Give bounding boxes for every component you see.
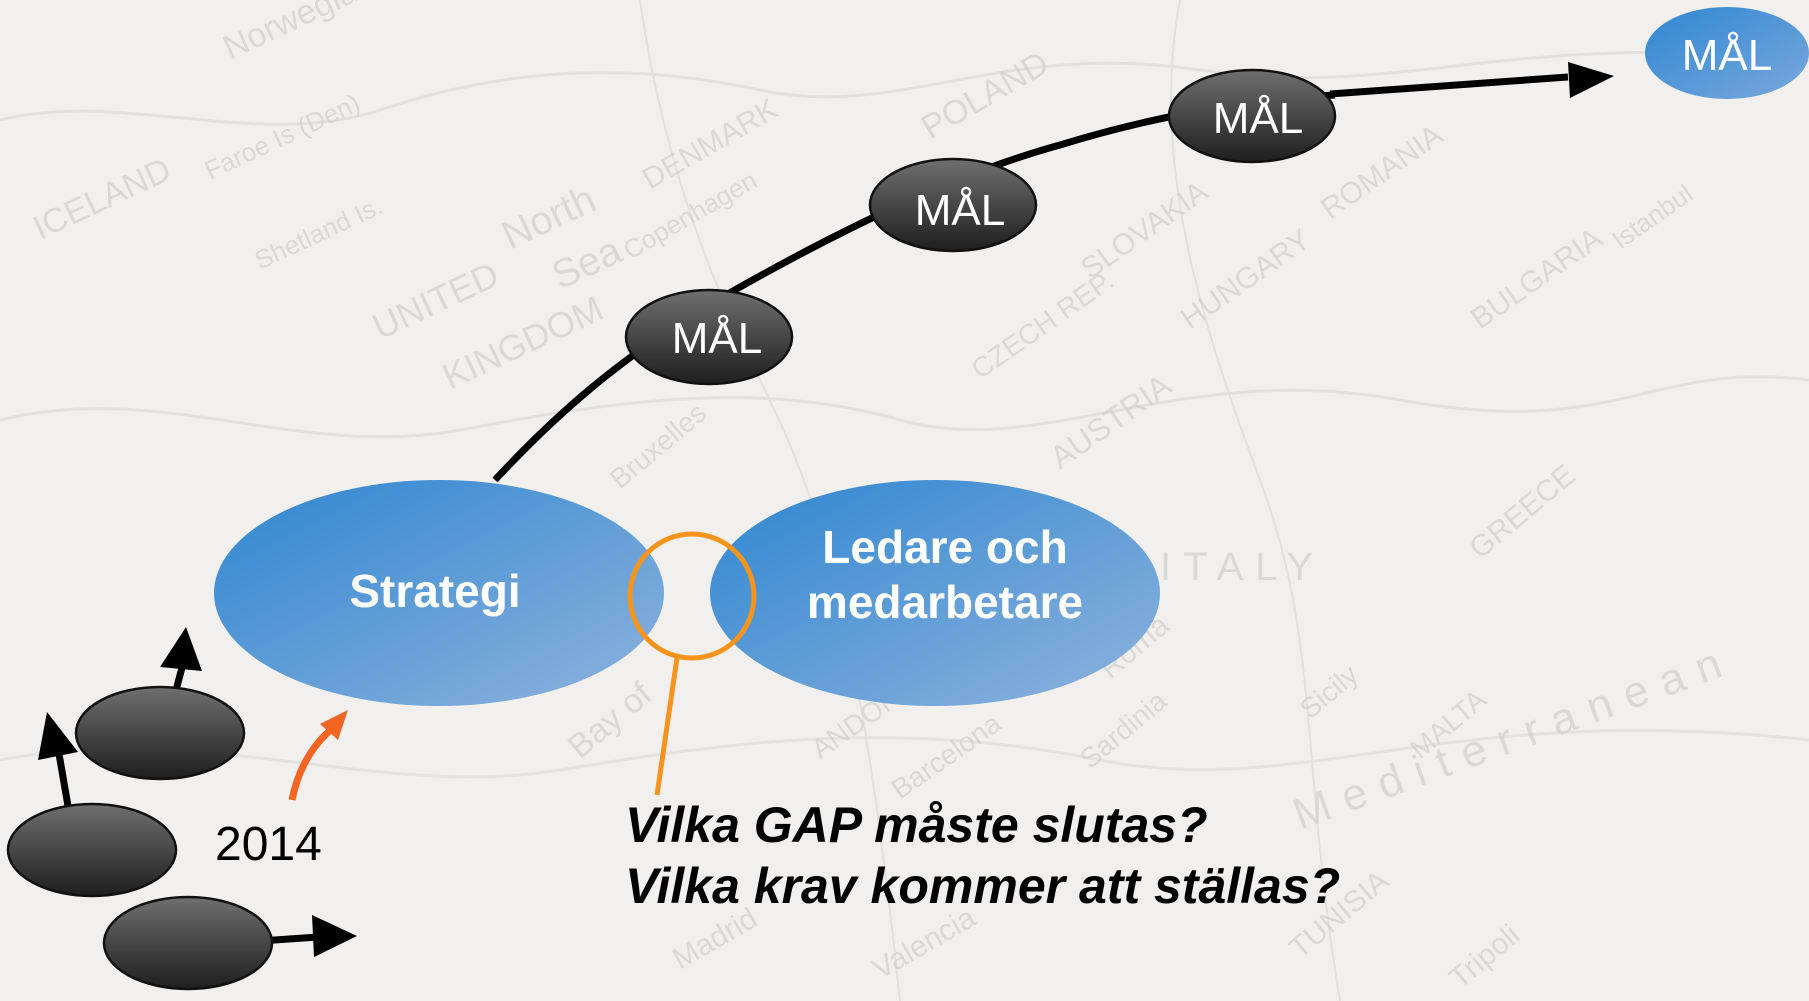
question-demands: Vilka krav kommer att ställas? — [625, 858, 1340, 914]
people-ellipse: Ledare och medarbetare — [710, 480, 1160, 706]
gap-pointer-line — [654, 657, 680, 796]
strategy-ellipse: Strategi — [214, 480, 664, 706]
year-arrow — [288, 724, 337, 801]
final-arrow-head — [1568, 62, 1614, 98]
final-goal: MÅL — [1645, 7, 1809, 99]
goal-3-label: MÅL — [1213, 94, 1303, 143]
question-gap: Vilka GAP måste slutas? — [625, 797, 1208, 853]
past-goal-middle — [6, 712, 178, 898]
past-goal-top — [74, 627, 246, 781]
gap-circle — [627, 531, 757, 661]
people-label-line2: medarbetare — [807, 576, 1083, 628]
year-arrow-head — [320, 710, 348, 740]
goal-2-label: MÅL — [915, 186, 1005, 235]
goal-3: MÅL — [1167, 68, 1337, 164]
final-goal-label: MÅL — [1682, 31, 1772, 80]
past-goal-bottom — [102, 895, 357, 991]
strategy-label: Strategi — [349, 565, 520, 617]
people-label-line1: Ledare och — [822, 521, 1067, 573]
svg-text:ITALY: ITALY — [1160, 545, 1325, 589]
goal-1: MÅL — [624, 288, 794, 386]
year-label: 2014 — [215, 818, 322, 871]
final-arrow — [1329, 73, 1569, 98]
goal-2: MÅL — [868, 157, 1038, 253]
goal-1-label: MÅL — [672, 314, 762, 363]
